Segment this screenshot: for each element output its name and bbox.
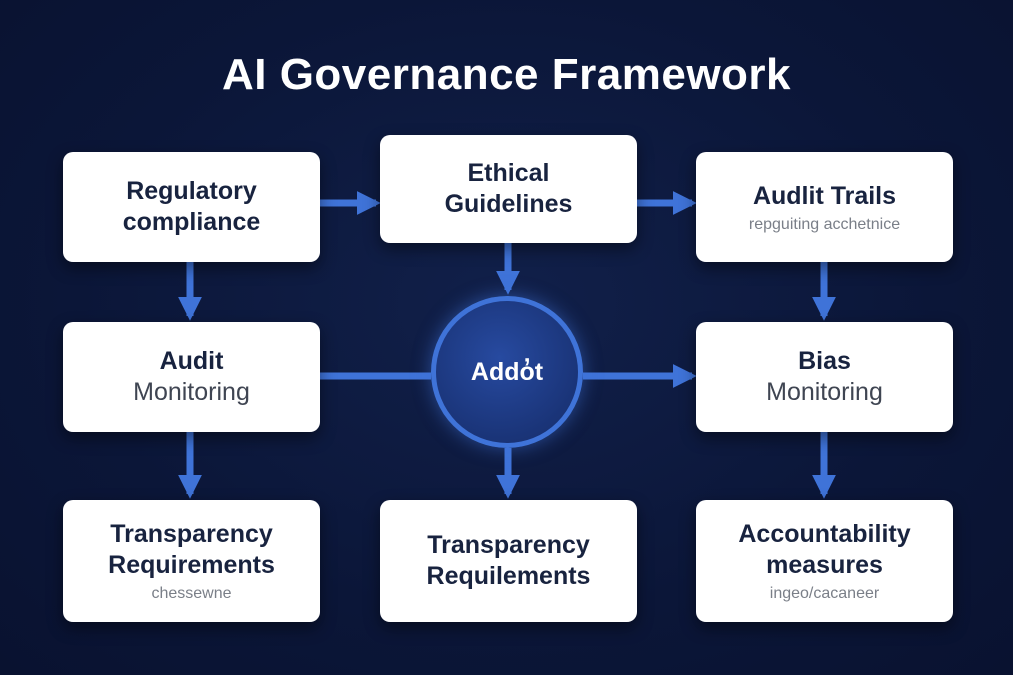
node-label: measures — [766, 551, 883, 579]
node-sublabel: chessewne — [151, 585, 232, 602]
node-audit-trails: Audlit Trails repguiting acchetnice — [696, 152, 953, 262]
hub-circle: Addo̓t — [431, 296, 583, 448]
node-label: Transparency — [427, 531, 590, 559]
node-label: Accountability — [738, 520, 911, 548]
node-label: Bias — [798, 347, 851, 375]
node-sublabel: repguiting acchetnice — [748, 215, 901, 233]
node-transparency-requirements: Transparency Requirements chessewne — [63, 500, 320, 622]
node-label: compliance — [122, 208, 261, 236]
node-label: Audit — [159, 347, 224, 375]
node-ethical-guidelines: Ethical Guidelines — [380, 135, 637, 243]
node-label: Regulatory — [126, 177, 257, 205]
node-label: Monitoring — [133, 378, 250, 406]
node-transparency-requilements: Transparency Requilements — [380, 500, 637, 622]
node-label: Audlit Trails — [752, 181, 897, 210]
diagram-title: AI Governance Framework — [221, 50, 792, 99]
node-label: Guidelines — [444, 190, 573, 218]
hub-label: Addo̓t — [470, 357, 544, 386]
node-accountability-measures: Accountability measures ingeo/cacaneer — [696, 500, 953, 622]
node-audit-monitoring: Audit Monitoring — [63, 322, 320, 432]
node-label: Ethical — [467, 159, 550, 187]
node-label: Requilements — [426, 562, 591, 590]
node-label: Requirements — [108, 551, 275, 579]
node-label: Monitoring — [766, 378, 883, 406]
node-bias-monitoring: Bias Monitoring — [696, 322, 953, 432]
node-sublabel: ingeo/cacaneer — [769, 585, 880, 602]
node-label: Transparency — [110, 520, 273, 548]
node-regulatory-compliance: Regulatory compliance — [63, 152, 320, 262]
